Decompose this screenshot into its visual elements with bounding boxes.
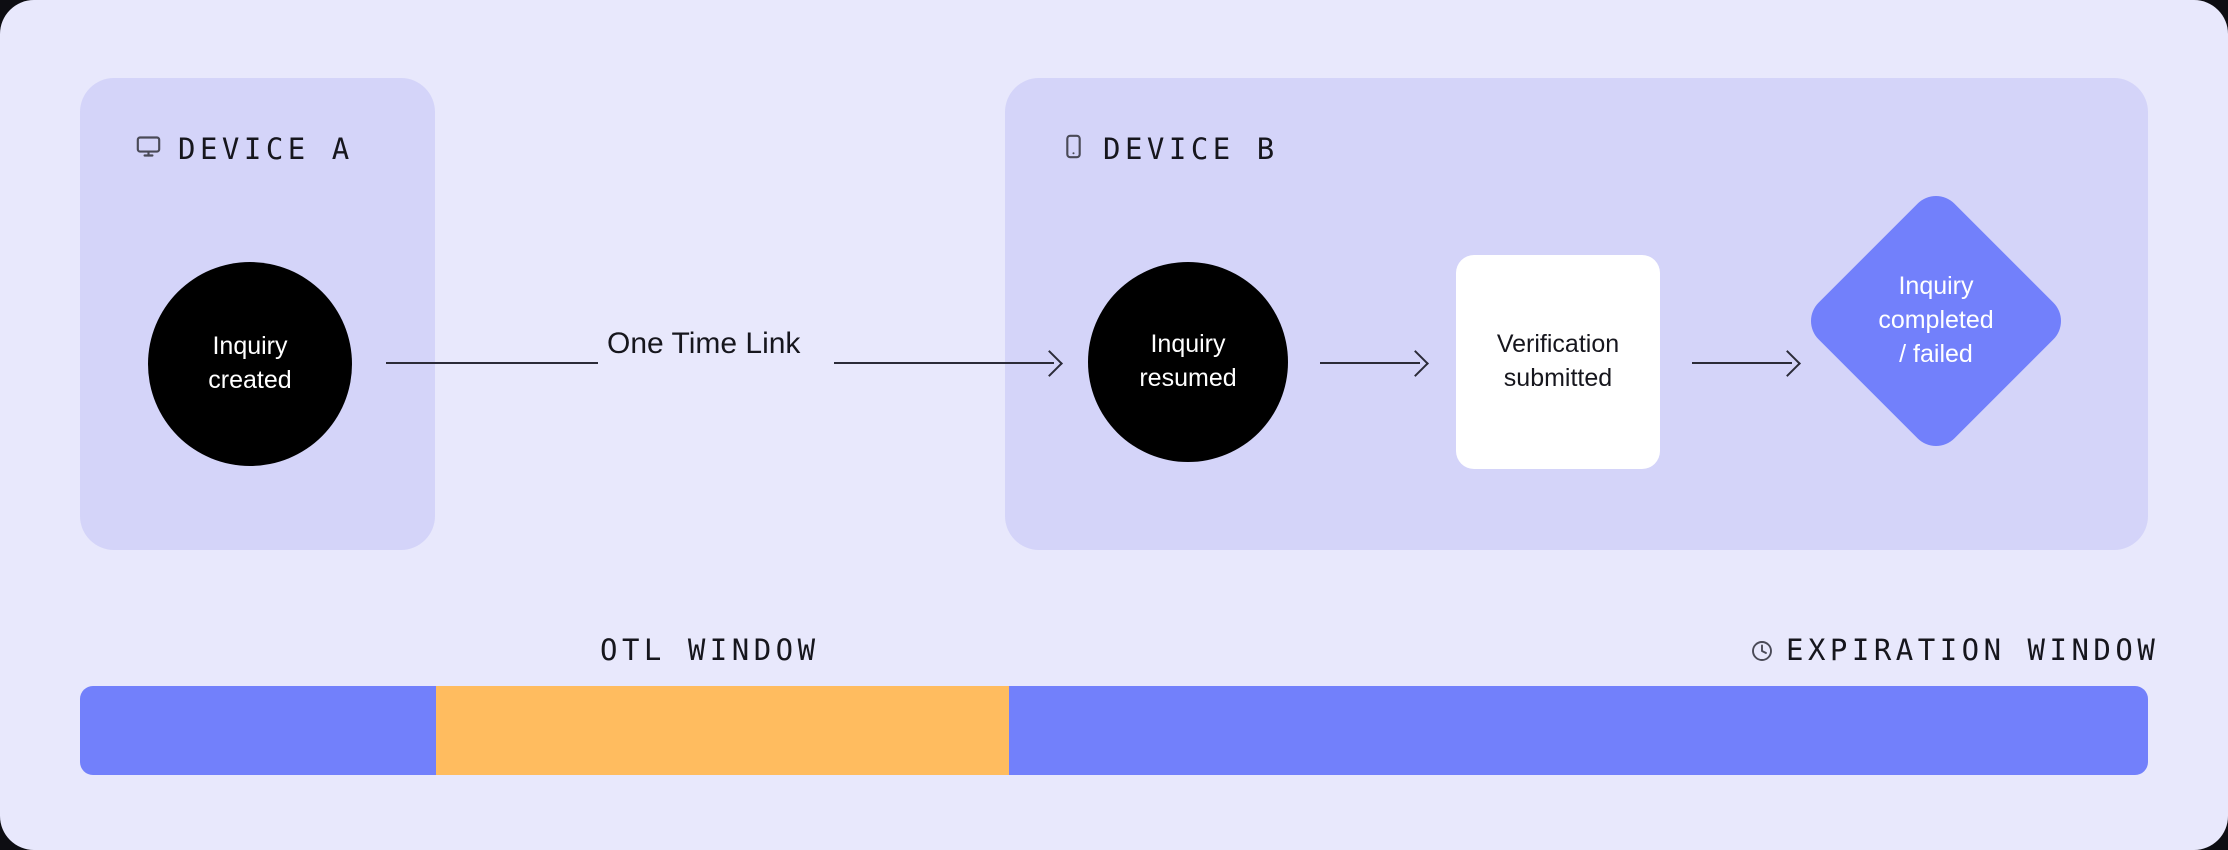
- connector-otl-right: [834, 362, 1054, 364]
- connector-resumed-to-verification: [1320, 362, 1420, 364]
- node-inquiry-resumed-label: Inquiry resumed: [1139, 330, 1237, 392]
- expiration-window-label: EXPIRATION WINDOW: [1750, 636, 2159, 665]
- connector-otl-left: [386, 362, 598, 364]
- node-inquiry-created-label: Inquiry created: [208, 332, 292, 394]
- expiration-window-text: EXPIRATION WINDOW: [1786, 633, 2160, 667]
- node-inquiry-resumed: Inquiry resumed: [1088, 262, 1288, 462]
- connector-verification-to-completed: [1692, 362, 1792, 364]
- timeline-bar: [80, 686, 2148, 775]
- timeline-segment-expiration-window: [1008, 686, 2148, 775]
- node-verification-submitted-label: Verification submitted: [1496, 330, 1620, 392]
- node-verification-submitted: Verification submitted: [1456, 255, 1660, 469]
- monitor-icon: [135, 133, 162, 165]
- timeline-segment-pre-otl: [80, 686, 436, 775]
- device-b-header: DEVICE B: [1060, 133, 1279, 165]
- otl-window-text: OTL WINDOW: [600, 633, 820, 667]
- timeline-segment-otl-window: [435, 686, 1009, 775]
- clock-icon: [1750, 639, 1774, 663]
- otl-window-label: OTL WINDOW: [600, 636, 820, 665]
- node-inquiry-created: Inquiry created: [148, 262, 352, 466]
- device-a-header: DEVICE A: [135, 133, 354, 165]
- connector-one-time-link-label: One Time Link: [607, 327, 801, 360]
- smartphone-icon: [1060, 133, 1087, 165]
- node-inquiry-completed-label: Inquiry completed / failed: [1878, 272, 1994, 368]
- node-inquiry-completed: Inquiry completed / failed: [1800, 185, 2072, 457]
- device-a-label: DEVICE A: [178, 131, 354, 166]
- device-b-label: DEVICE B: [1103, 131, 1279, 166]
